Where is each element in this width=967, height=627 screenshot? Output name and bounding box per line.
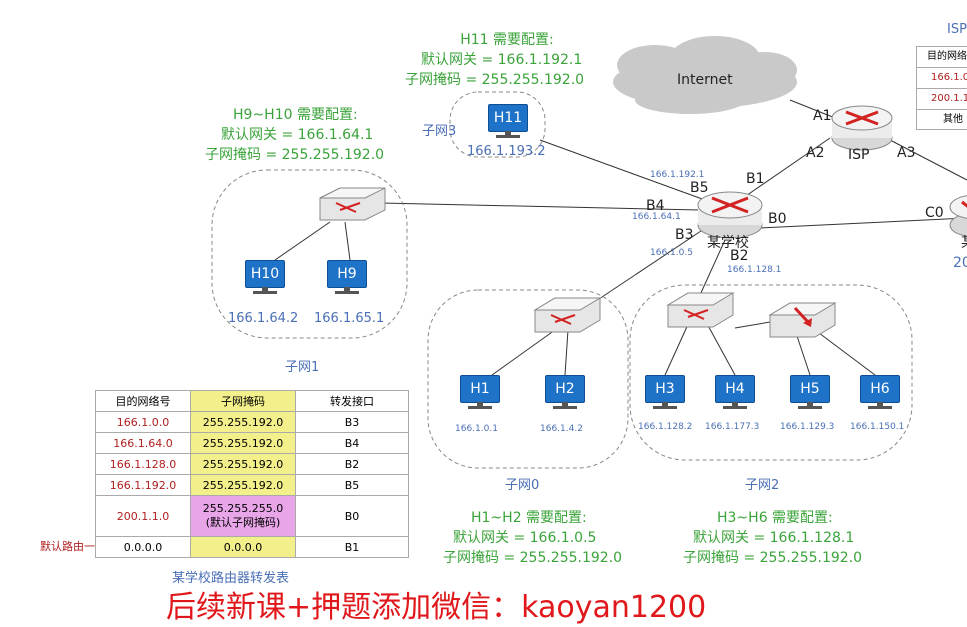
port-b5-ip: 166.1.192.1 (650, 170, 705, 180)
switch-subnet2-b (768, 302, 837, 338)
table-row: 0.0.0.0 0.0.0.0 B1 (95, 536, 409, 558)
subnet3-outline (449, 91, 546, 158)
port-b4-ip: 166.1.64.1 (632, 212, 681, 222)
right-node-ip: 20 (953, 255, 967, 271)
subnet1-label: 子网1 (285, 360, 320, 375)
table-header-row: 目的网络号 子网掩码 转发接口 (95, 390, 409, 412)
host-h6-ip: 166.1.150.1 (850, 422, 905, 432)
port-a1-label: A1 (813, 108, 832, 124)
host-h9: H9 (327, 260, 367, 296)
config-h3-h6: H3~H6 需要配置: 默认网关 = 166.1.128.1 子网掩码 = 25… (683, 510, 863, 566)
link-router-isp (739, 137, 831, 201)
table-row: 166.1.192.0 255.255.192.0 B5 (95, 474, 409, 496)
host-h9-ip: 166.1.65.1 (314, 311, 385, 326)
port-b3-ip: 166.1.0.5 (650, 248, 693, 258)
link-router-c0 (759, 217, 967, 229)
table-row: 200.1.1.0 255.255.255.0 (默认子网掩码) B0 (95, 495, 409, 537)
host-h11: H11 (488, 104, 528, 140)
config-h1-h2: H1~H2 需要配置: 默认网关 = 166.1.0.5 子网掩码 = 255.… (443, 510, 623, 566)
host-h1: H1 (460, 375, 500, 411)
internet-cloud (613, 36, 797, 114)
port-b0-label: B0 (768, 211, 787, 227)
host-h4-ip: 166.1.177.3 (705, 422, 760, 432)
link-h11-router (539, 139, 706, 201)
watermark-text: 后续新课+押题添加微信：kaoyan1200 (166, 590, 707, 625)
port-b3-label: B3 (675, 227, 694, 243)
default-route-label: 默认路由一 (40, 540, 95, 553)
config-h11: H11 需要配置: (460, 32, 554, 48)
routing-table-caption: 某学校路由器转发表 (172, 571, 290, 586)
port-b4-label: B4 (646, 198, 665, 214)
host-h10-ip: 166.1.64.2 (228, 311, 299, 326)
link-isp-a3 (889, 139, 967, 181)
port-a3-label: A3 (897, 145, 916, 161)
subnet1-outline (211, 169, 408, 339)
school-router-label: 某学校 (707, 235, 749, 251)
subnet2-outline (629, 284, 913, 461)
link-switch2-router (699, 239, 726, 296)
table-row: 166.1.128.0 255.255.192.0 B2 (95, 453, 409, 475)
right-isp-title: ISP (947, 22, 967, 37)
host-h10: H10 (245, 260, 285, 296)
switch-subnet1 (319, 187, 386, 221)
right-isp-table: 目的网络 166.1.0. 200.1.1. 其他 (916, 46, 967, 130)
table-row: 166.1.0.0 255.255.192.0 B3 (95, 411, 409, 433)
port-b2-label: B2 (730, 248, 749, 264)
switch-subnet2-a (666, 292, 735, 328)
school-router (697, 191, 763, 239)
right-edge-router (949, 195, 967, 237)
host-h2-ip: 166.1.4.2 (540, 424, 583, 434)
isp-label: ISP (848, 147, 870, 163)
host-h1-ip: 166.1.0.1 (455, 424, 498, 434)
row5-mask: 255.255.255.0 (202, 502, 284, 515)
table-row: 166.1.64.0 255.255.192.0 B4 (95, 432, 409, 454)
isp-router (831, 105, 893, 151)
host-h4: H4 (715, 375, 755, 411)
config-h9-h10: H9~H10 需要配置: 默认网关 = 166.1.64.1 子网掩码 = 25… (205, 107, 385, 163)
host-h6: H6 (860, 375, 900, 411)
host-h5-ip: 166.1.129.3 (780, 422, 835, 432)
host-h5: H5 (790, 375, 830, 411)
link-switch0-router (589, 224, 711, 306)
host-h2: H2 (545, 375, 585, 411)
port-b2-ip: 166.1.128.1 (727, 265, 782, 275)
link-switch1-router (379, 202, 701, 211)
port-b5-label: B5 (690, 180, 709, 196)
subnet2-label: 子网2 (745, 478, 780, 493)
host-h3: H3 (645, 375, 685, 411)
routing-table-container: 目的网络号 子网掩码 转发接口 166.1.0.0 255.255.192.0 … (95, 390, 409, 558)
subnet0-label: 子网0 (505, 478, 540, 493)
right-node-label: 某 (961, 232, 967, 252)
row5-mask-note: (默认子网掩码) (205, 516, 281, 529)
config-h11-body: 默认网关 = 166.1.192.1 子网掩码 = 255.255.192.0 (405, 52, 585, 88)
host-h3-ip: 166.1.128.2 (638, 422, 693, 432)
routing-table: 目的网络号 子网掩码 转发接口 166.1.0.0 255.255.192.0 … (95, 390, 409, 558)
port-a2-label: A2 (806, 145, 825, 161)
subnet0-outline (427, 289, 629, 469)
port-b1-label: B1 (746, 171, 765, 187)
port-c0-label: C0 (925, 205, 944, 221)
internet-label: Internet (677, 72, 733, 88)
host-h11-ip: 166.1.193.2 (467, 144, 546, 159)
subnet3-label: 子网3 (422, 124, 457, 139)
switch-subnet0 (533, 297, 602, 333)
